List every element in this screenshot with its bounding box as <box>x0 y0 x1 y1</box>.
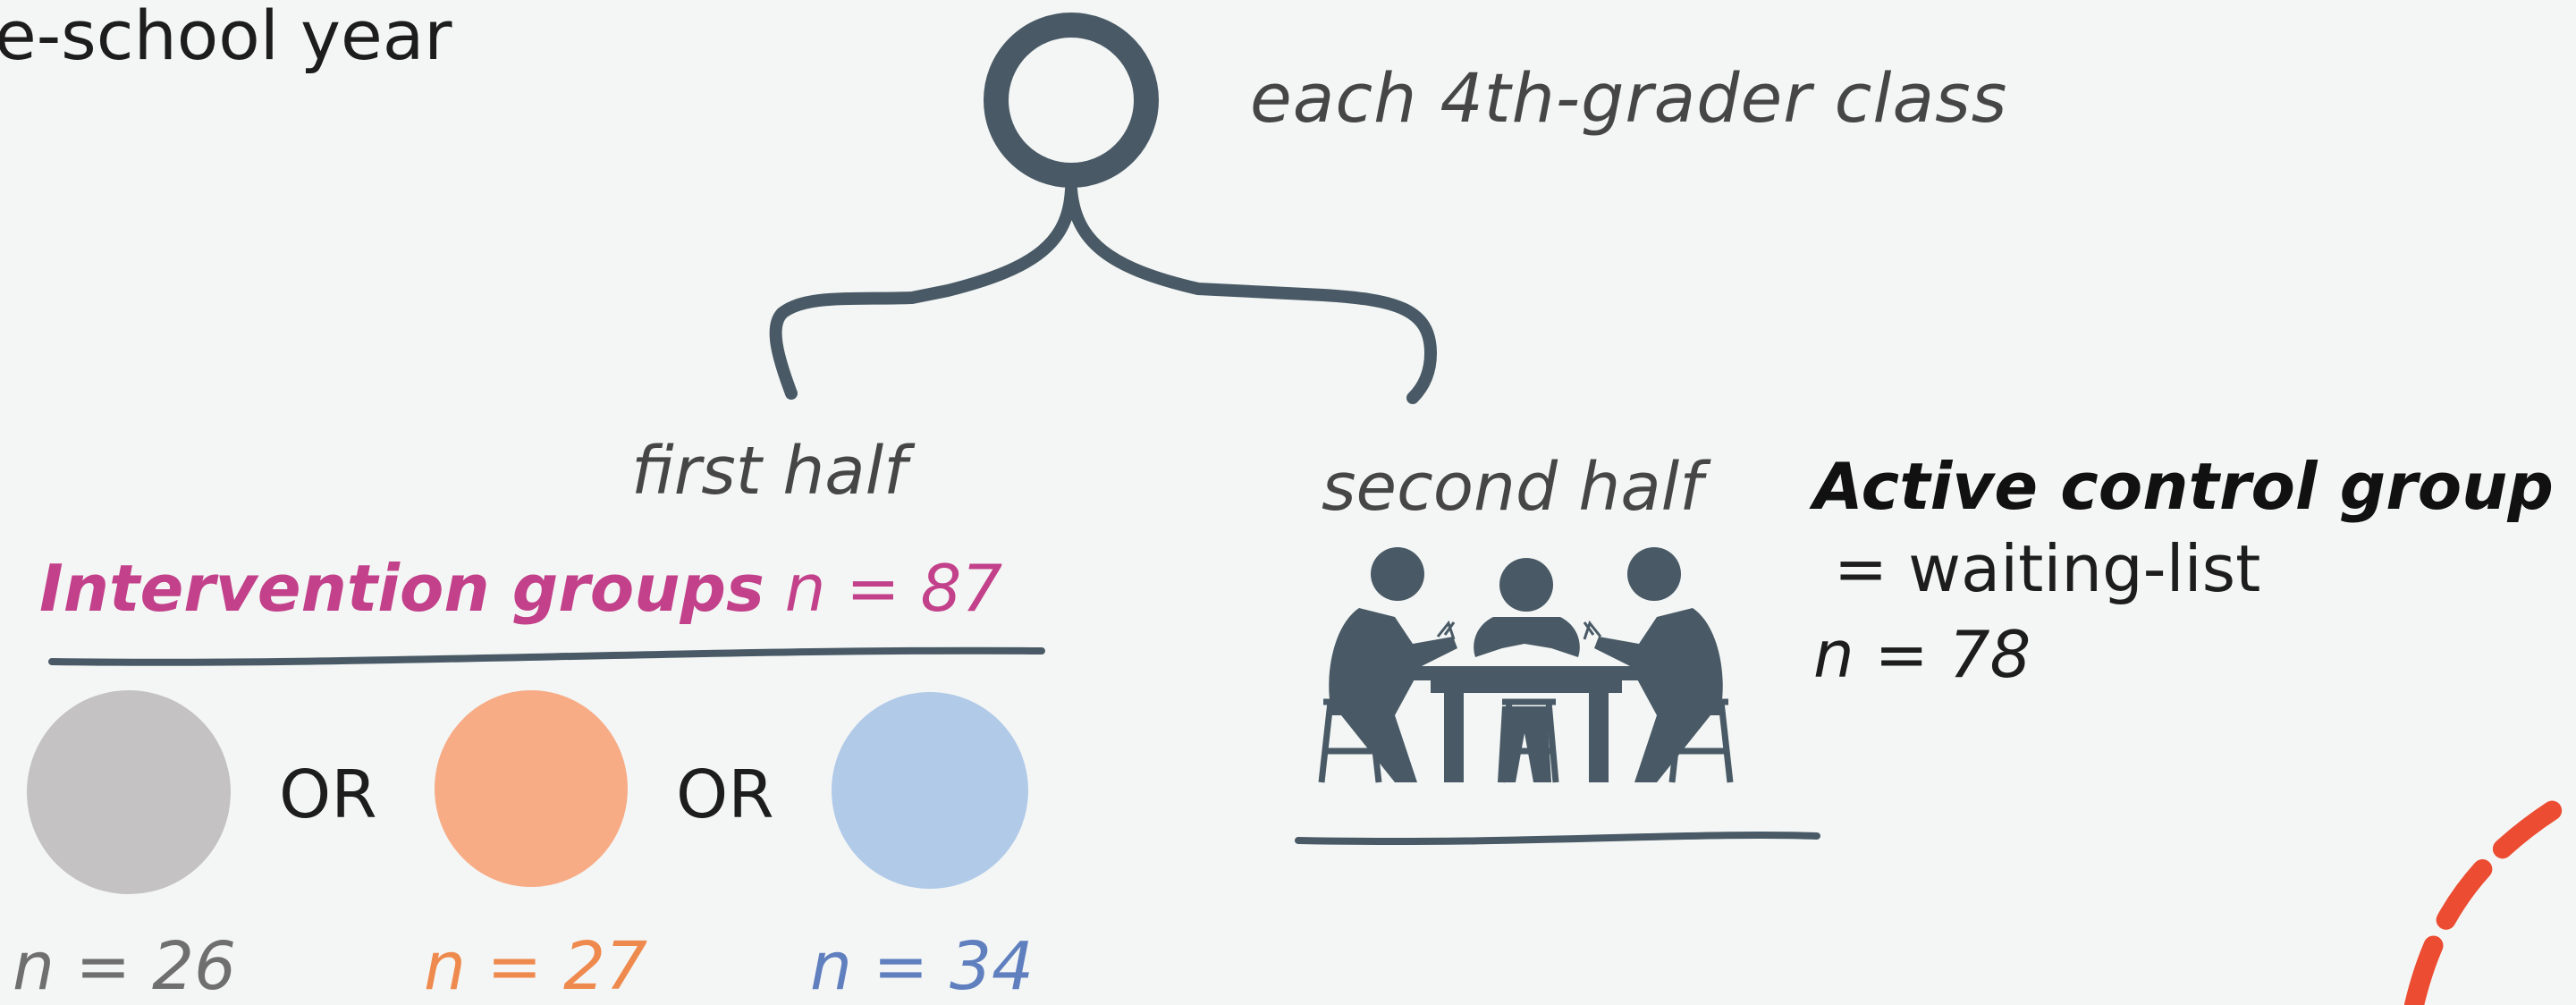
control-underline <box>1298 835 1817 841</box>
control-n: n = 78 <box>1813 622 2031 687</box>
split-brace-right <box>1071 190 1431 398</box>
intervention-n: n = 87 <box>785 551 1002 626</box>
first-half-label: first half <box>631 438 907 504</box>
group-n-blue: n = 34 <box>810 933 1034 1000</box>
intervention-heading: Intervention groups n = 87 <box>39 556 1002 621</box>
control-waiting-list: = waiting-list <box>1813 536 2260 601</box>
intervention-title: Intervention groups <box>39 551 764 626</box>
control-title: Active control group <box>1813 454 2554 519</box>
group-circle-blue <box>832 692 1028 889</box>
split-brace <box>776 190 1071 393</box>
group-circle-gray <box>27 690 231 894</box>
group-n-gray: n = 26 <box>13 933 236 1000</box>
or-label-1: OR <box>279 762 377 828</box>
intervention-underline <box>52 651 1042 663</box>
group-circle-orange <box>435 690 628 887</box>
people-playing-cards-icon <box>1322 547 1730 782</box>
second-half-label: second half <box>1322 454 1702 520</box>
red-dashed-arrow <box>2414 796 2576 1005</box>
group-n-orange: n = 27 <box>424 933 647 1000</box>
or-label-2: OR <box>676 762 774 828</box>
